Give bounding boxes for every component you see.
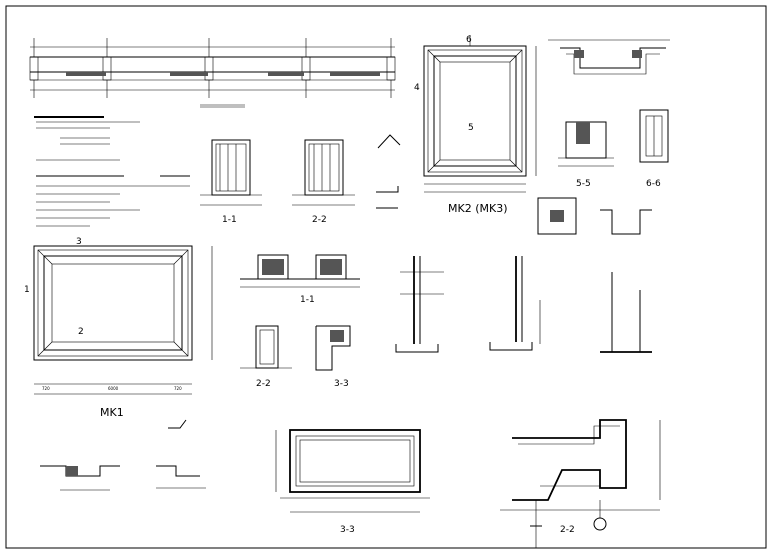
- label-section-2-2-a: 2-2: [312, 215, 327, 225]
- section-3-3-large: [275, 429, 430, 513]
- section-2-2-b: [240, 325, 292, 369]
- dim-720-a: 720: [42, 386, 50, 391]
- wall-foundation-1: [395, 256, 444, 353]
- mk1-plate: [33, 245, 213, 395]
- plan-mark-6: 6: [466, 35, 472, 45]
- label-section-6-6: 6-6: [646, 179, 661, 189]
- label-mk2: MK2 (MK3): [448, 202, 508, 215]
- dim-6000: 6000: [108, 386, 119, 391]
- plan-mark-3: 3: [76, 237, 82, 247]
- dim-720-b: 720: [174, 386, 182, 391]
- parapet-detail: [537, 197, 652, 353]
- label-section-1-1-b: 1-1: [300, 295, 315, 305]
- section-6-6: [639, 109, 669, 163]
- mk2-plate: [423, 35, 537, 193]
- plan-mark-2: 2: [78, 327, 84, 337]
- label-mk1: MK1: [100, 406, 124, 419]
- label-section-2-2-b: 2-2: [256, 379, 271, 389]
- plan-mark-4: 4: [414, 83, 420, 93]
- column-section-2-2: [292, 139, 355, 206]
- section-3-3-a: [315, 325, 351, 371]
- small-detail-left: [40, 465, 120, 491]
- bar-detail: [376, 134, 401, 209]
- plan-mark-5: 5: [468, 123, 474, 133]
- label-section-2-2-c: 2-2: [560, 525, 575, 535]
- label-section-3-3-b: 3-3: [340, 525, 355, 535]
- label-section-1-1-a: 1-1: [222, 215, 237, 225]
- beam-elevation: [29, 38, 396, 108]
- channel-section-top: [548, 39, 670, 75]
- section-1-1-b: [240, 254, 360, 288]
- wall-foundation-2: [489, 256, 541, 351]
- label-section-3-3-a: 3-3: [334, 379, 349, 389]
- notes-block: [34, 116, 190, 227]
- small-detail-mid: [156, 419, 206, 489]
- plan-mark-1: 1: [24, 285, 30, 295]
- section-2-2-stepped: [500, 419, 661, 548]
- label-section-5-5: 5-5: [576, 179, 591, 189]
- section-5-5: [558, 121, 614, 167]
- sheet-frame: [5, 5, 767, 549]
- column-section-1-1: [200, 139, 262, 206]
